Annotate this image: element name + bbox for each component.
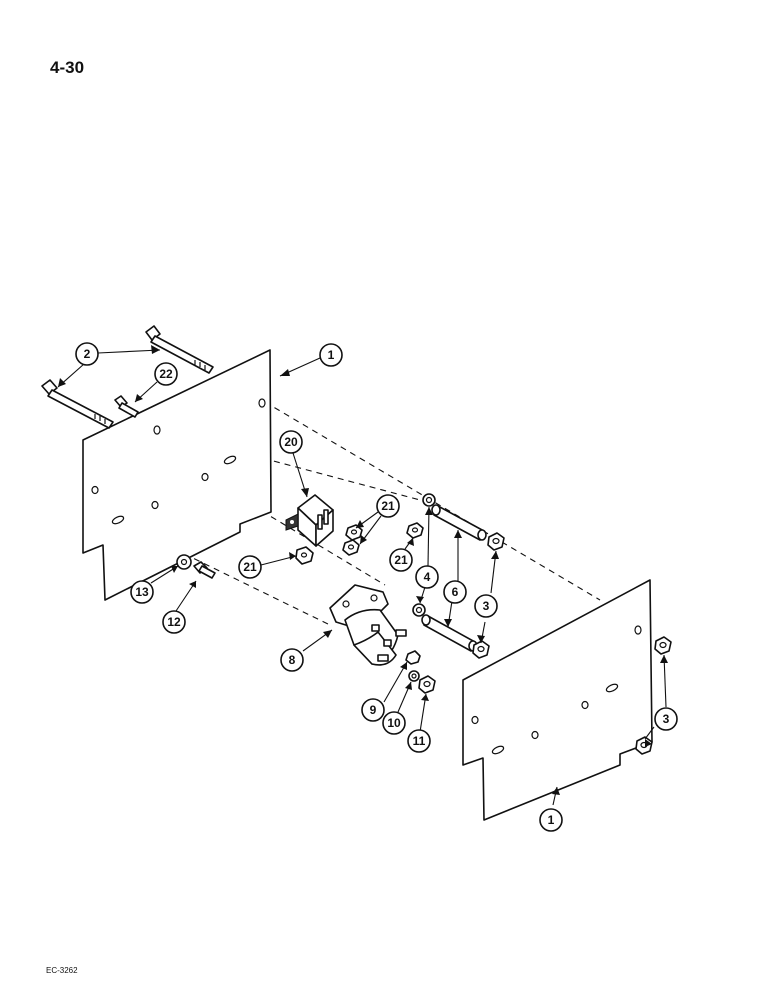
page-number: 4-30 [50, 58, 85, 77]
nut-11 [418, 675, 436, 694]
callout-4: 4 [415, 565, 439, 589]
callout-number: 21 [243, 560, 257, 574]
nut-3-a [487, 532, 505, 551]
callout-number: 11 [413, 734, 426, 748]
callout-13: 13 [130, 580, 154, 604]
lock-washer [176, 554, 192, 570]
cap-screw [193, 561, 216, 579]
callout-number: 1 [328, 348, 335, 362]
callout-21-upper: 21 [376, 494, 400, 518]
callout-1-bottom: 1 [539, 808, 563, 832]
callout-number: 21 [394, 553, 408, 567]
callout-number: 20 [284, 435, 298, 449]
nut-3-c [654, 636, 672, 655]
callout-8: 8 [280, 648, 304, 672]
spacer-upper [431, 504, 487, 541]
callout-12: 12 [162, 610, 186, 634]
starter-solenoid [329, 584, 407, 666]
nut-3-d [635, 736, 653, 755]
callout-number: 2 [84, 347, 91, 361]
nut-3-b [472, 640, 490, 659]
callout-number: 21 [381, 499, 395, 513]
callout-6: 6 [443, 580, 467, 604]
callout-22: 22 [154, 362, 178, 386]
callout-20: 20 [279, 430, 303, 454]
right-mounting-plate [462, 579, 653, 821]
callout-3-right: 3 [654, 707, 678, 731]
callout-number: 22 [159, 367, 173, 381]
figure-code: EC-3262 [46, 966, 78, 975]
flat-washer-4-upper [422, 493, 436, 507]
callout-number: 13 [135, 585, 149, 599]
callout-number: 6 [452, 585, 459, 599]
callout-21-left: 21 [238, 555, 262, 579]
callout-2: 2 [75, 342, 99, 366]
left-mounting-plate [82, 349, 272, 601]
circuit-breaker [285, 494, 334, 547]
callout-number: 3 [663, 712, 670, 726]
callout-3-center: 3 [474, 594, 498, 618]
callout-11: 11 [407, 729, 431, 753]
nut-21-b [342, 539, 360, 556]
nut-21-d [406, 522, 424, 539]
callout-21-right: 21 [389, 548, 413, 572]
lock-washer-9 [405, 650, 421, 665]
callout-1-top: 1 [319, 343, 343, 367]
flat-washer-10 [408, 670, 420, 682]
callout-number: 12 [167, 615, 181, 629]
callout-10: 10 [382, 711, 406, 735]
callout-number: 4 [424, 570, 431, 584]
long-bolt-upper [145, 325, 214, 374]
callout-number: 9 [370, 703, 377, 717]
callout-number: 8 [289, 653, 296, 667]
nut-21-a [345, 524, 363, 541]
long-bolt-lower [41, 379, 114, 429]
flat-washer-4-lower [412, 603, 426, 617]
callout-number: 3 [483, 599, 490, 613]
callout-number: 1 [548, 813, 555, 827]
callout-number: 10 [387, 716, 401, 730]
callout-9: 9 [361, 698, 385, 722]
leader-arrowheads [58, 345, 668, 795]
short-bolt [114, 395, 139, 418]
nut-21-c [295, 546, 314, 565]
